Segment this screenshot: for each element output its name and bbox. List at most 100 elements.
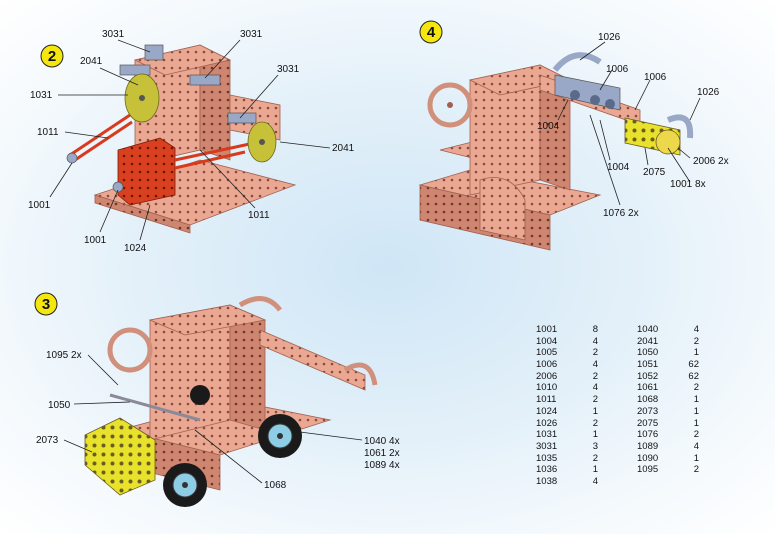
step3-label-1026b: 1026	[697, 87, 720, 98]
part-code: 1090	[637, 452, 659, 464]
part-qty: 4	[592, 335, 598, 347]
parts-row: 3031 3	[536, 441, 598, 453]
part-qty: 4	[693, 324, 699, 335]
parts-row: 1052 62	[637, 371, 699, 383]
step4-label-1050: 1050	[48, 400, 71, 411]
step2-label-1001b: 1001	[84, 235, 107, 246]
parts-row: 1051 62	[637, 359, 699, 371]
part-code: 2073	[637, 405, 659, 417]
part-qty: 1	[693, 394, 699, 406]
part-code: 1038	[536, 475, 558, 487]
part-qty: 1	[693, 405, 699, 417]
wheel-front-right	[258, 414, 302, 458]
part-qty: 2	[592, 394, 598, 406]
parts-row: 1076 2	[637, 429, 699, 441]
part-qty: 3	[592, 440, 598, 452]
parts-row: 1026 2	[536, 418, 598, 430]
step2-label-2041b: 2041	[332, 143, 355, 154]
part-qty: 2	[693, 429, 699, 441]
step-3-badge	[419, 20, 443, 44]
parts-row: 2041 2	[637, 336, 699, 348]
step4-label-1095: 1095 2x	[46, 350, 82, 361]
step3-label-1076: 1076 2x	[603, 208, 639, 219]
step3-label-1006a: 1006	[606, 64, 629, 75]
step-4-model	[84, 296, 378, 507]
part-code: 3031	[536, 440, 558, 452]
wheel-front-left	[163, 463, 207, 507]
part-qty: 4	[592, 359, 598, 371]
parts-row: 2075 1	[637, 418, 699, 430]
part-qty: 2	[693, 382, 699, 394]
step-3-model	[418, 52, 694, 251]
step4-label-1040: 1040 4x	[364, 436, 400, 447]
step2-label-1011a: 1011	[37, 127, 59, 138]
part-qty: 1	[693, 417, 699, 429]
part-code: 1076	[637, 429, 659, 441]
parts-row: 1010 4	[536, 382, 598, 394]
part-code: 1004	[536, 335, 558, 347]
step2-label-1024: 1024	[124, 243, 147, 254]
part-qty: 4	[592, 475, 598, 487]
step2-label-2041a: 2041	[80, 56, 103, 67]
step2-label-1001a: 1001	[28, 200, 51, 211]
part-qty: 2	[592, 347, 598, 359]
step2-label-3031c: 3031	[277, 64, 300, 75]
part-qty: 4	[592, 382, 598, 394]
part-qty: 1	[693, 347, 699, 359]
part-qty: 2	[693, 335, 699, 347]
step-2-model	[66, 44, 297, 234]
part-code: 1026	[536, 417, 558, 429]
step4-label-2073: 2073	[36, 435, 59, 446]
step-3-group: 4	[418, 20, 729, 251]
step3-label-2075: 2075	[643, 167, 666, 178]
part-qty: 1	[592, 464, 598, 476]
parts-row: 2006 2	[536, 371, 598, 383]
part-code: 2041	[637, 335, 659, 347]
part-code: 1036	[536, 464, 558, 476]
part-code: 1051	[637, 359, 659, 371]
step4-label-1061: 1061 2x	[364, 448, 400, 459]
part-code: 1061	[637, 382, 659, 394]
part-qty: 2	[592, 370, 598, 382]
parts-row: 1031 1	[536, 429, 598, 441]
part-code: 1050	[637, 347, 659, 359]
part-qty: 62	[688, 359, 699, 371]
step2-label-3031a: 3031	[102, 29, 125, 40]
part-qty: 2	[592, 452, 598, 464]
step-4-number: 3	[42, 296, 50, 313]
part-code: 1005	[536, 347, 558, 359]
part-qty: 62	[688, 370, 699, 382]
parts-row: 1061 2	[637, 382, 699, 394]
step3-label-1004a: 1004	[537, 121, 560, 132]
step-4-badge	[34, 292, 58, 316]
part-code: 2006	[536, 370, 558, 382]
part-qty: 2	[592, 417, 598, 429]
step3-label-1006b: 1006	[644, 72, 667, 83]
parts-row: 1038 4	[536, 476, 598, 488]
parts-row: 1004 4	[536, 336, 598, 348]
part-code: 1052	[637, 370, 659, 382]
step-2-badge	[40, 44, 64, 68]
parts-list-right: 1040 4 2041 2 1050 1 1051 62 1052 62 1061 2 10…	[637, 324, 699, 476]
step-4-group: 3	[34, 292, 400, 507]
part-qty: 4	[693, 440, 699, 452]
part-qty: 1	[592, 429, 598, 441]
part-code: 1040	[637, 324, 659, 335]
parts-row: 1036 1	[536, 464, 598, 476]
step-3-number: 4	[427, 24, 436, 41]
part-code: 2075	[637, 417, 659, 429]
part-code: 1031	[536, 429, 558, 441]
part-code: 1095	[637, 464, 659, 476]
part-code: 1010	[536, 382, 558, 394]
parts-row: 1050 1	[637, 347, 699, 359]
